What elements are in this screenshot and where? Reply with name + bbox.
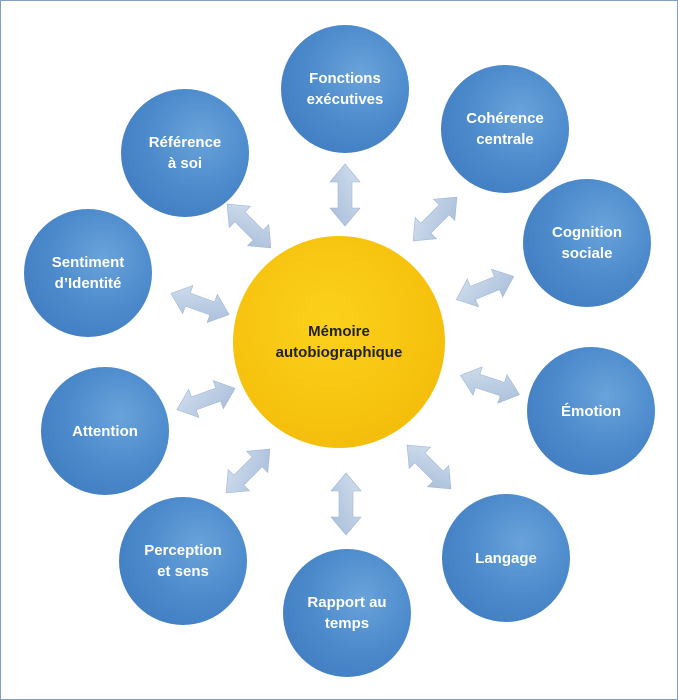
node-langage: Langage [442, 494, 570, 622]
double-arrow-icon [176, 379, 236, 419]
double-arrow-icon [226, 203, 272, 249]
node-emotion: Émotion [527, 347, 655, 475]
node-perception-et-sens: Perception et sens [119, 497, 247, 625]
center-label: Mémoire autobiographique [275, 323, 403, 361]
node-label: Émotion [561, 402, 621, 420]
node-label: Cohérence centrale [466, 110, 544, 148]
double-arrow-icon [329, 163, 361, 227]
node-label: Fonctions exécutives [306, 70, 384, 108]
node-reference-a-soi: Référence à soi [121, 89, 249, 217]
double-arrow-icon [330, 472, 362, 536]
double-arrow-icon [412, 196, 458, 242]
node-coherence-centrale: Cohérence centrale [441, 65, 569, 193]
node-label: Référence à soi [148, 134, 222, 172]
node-label: Langage [475, 549, 537, 567]
double-arrow-icon [406, 444, 452, 490]
node-cognition-sociale: Cognition sociale [523, 179, 651, 307]
node-label: Rapport au temps [307, 594, 387, 632]
node-label: Sentiment d’Identité [51, 254, 125, 292]
double-arrow-icon [455, 268, 515, 308]
node-label: Cognition sociale [552, 224, 622, 262]
node-rapport-au-temps: Rapport au temps [283, 549, 411, 677]
node-label: Attention [72, 422, 138, 440]
node-fonctions-executives: Fonctions exécutives [281, 25, 409, 153]
node-label: Perception et sens [144, 542, 222, 580]
center-node-memoire-autobiographique: Mémoire autobiographique [233, 236, 445, 448]
double-arrow-icon [225, 448, 271, 494]
node-attention: Attention [41, 367, 169, 495]
double-arrow-icon [460, 366, 520, 404]
node-sentiment-identite: Sentiment d’Identité [24, 209, 152, 337]
double-arrow-icon [170, 284, 230, 324]
